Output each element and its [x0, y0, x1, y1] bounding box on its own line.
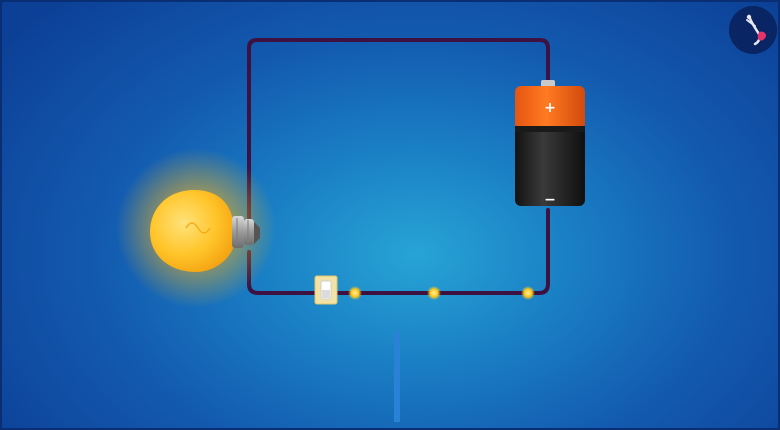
app-logo-icon[interactable]: [729, 6, 777, 54]
current-dot: [427, 286, 441, 300]
battery-negative-label: −: [544, 192, 556, 208]
battery-positive-label: +: [544, 100, 556, 116]
toggle-switch[interactable]: [314, 275, 338, 305]
light-bulb-icon: [116, 148, 276, 308]
wire-loop: [247, 38, 550, 295]
current-dots: [348, 286, 535, 300]
battery-icon: + −: [515, 80, 585, 208]
caption-strip: [394, 332, 400, 422]
current-dot: [348, 286, 362, 300]
current-dot: [521, 286, 535, 300]
